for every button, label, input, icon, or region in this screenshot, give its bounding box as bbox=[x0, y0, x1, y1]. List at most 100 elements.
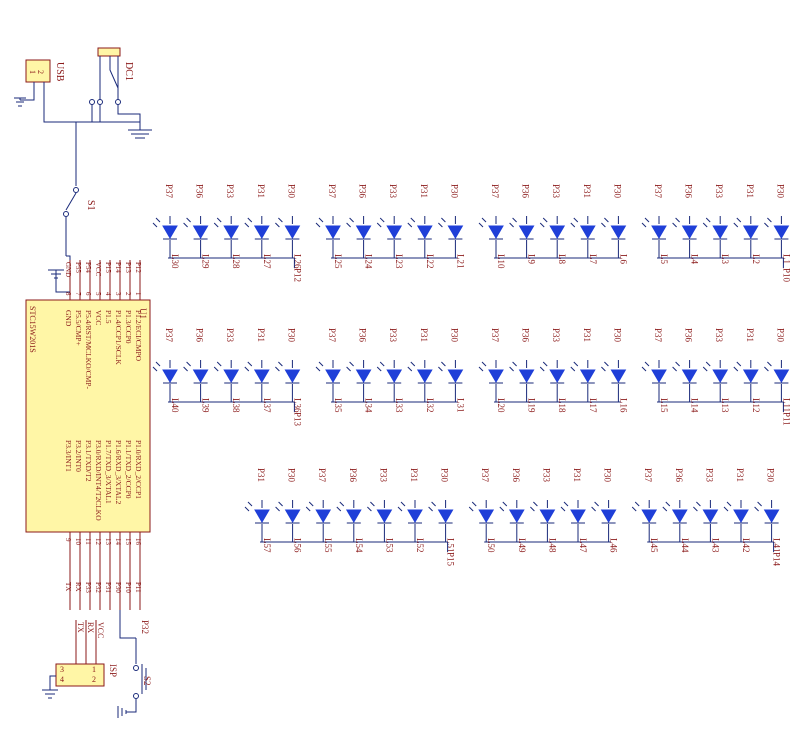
led-top-label: P36 bbox=[358, 328, 368, 343]
led-light-arrows bbox=[509, 361, 517, 372]
led-light-arrows bbox=[733, 217, 742, 228]
led-top-label: P30 bbox=[286, 328, 296, 343]
led-bottom-label: L18 bbox=[557, 398, 567, 413]
led-bottom-label: L13 bbox=[720, 398, 730, 413]
led-light-arrows bbox=[183, 217, 191, 228]
led-diode bbox=[192, 225, 209, 239]
dc-jack-wire-supply bbox=[76, 104, 101, 123]
led-bottom-label: L24 bbox=[364, 254, 374, 269]
led-top-label: P37 bbox=[643, 468, 653, 483]
led-diode bbox=[162, 369, 178, 383]
chip-pin-number: 14 bbox=[114, 538, 122, 546]
led-top-label: P36 bbox=[521, 328, 531, 343]
led-diode bbox=[253, 369, 270, 383]
led-light-arrows bbox=[764, 217, 772, 228]
led-bottom-label: L32 bbox=[425, 398, 435, 413]
led-top-label: P30 bbox=[286, 184, 296, 199]
led-light-arrows bbox=[346, 217, 354, 228]
led-diode bbox=[539, 509, 556, 523]
led-top-label: P30 bbox=[287, 468, 297, 483]
led-diode bbox=[284, 225, 301, 239]
led-bottom-label: L3 bbox=[720, 254, 730, 264]
usb-connector: 1 2 USB bbox=[14, 59, 140, 123]
led-bottom-label: L25 bbox=[333, 254, 343, 269]
led-light-arrows bbox=[591, 501, 599, 512]
led-bottom-label: L31 bbox=[455, 398, 465, 413]
led-diode bbox=[712, 369, 729, 383]
led-top-label: P33 bbox=[225, 184, 235, 199]
led-light-arrows bbox=[539, 217, 548, 228]
led-top-label: P33 bbox=[551, 328, 561, 343]
usb-connector-body bbox=[25, 59, 51, 83]
led-diode bbox=[284, 509, 301, 523]
isp-net-vcc: VCC bbox=[96, 622, 105, 638]
led-bottom-label: L19 bbox=[527, 398, 537, 413]
led-top-label: P37 bbox=[327, 184, 337, 199]
led-light-arrows bbox=[376, 217, 385, 228]
led-top-label: P30 bbox=[603, 468, 613, 483]
led-top-label: P31 bbox=[735, 468, 745, 482]
chip-pin-number: 7 bbox=[74, 292, 82, 296]
led-top-label: P36 bbox=[195, 184, 205, 199]
led-bottom-label: L23 bbox=[394, 254, 404, 269]
led-top-label: P33 bbox=[551, 184, 561, 199]
led-top-label: P33 bbox=[388, 328, 398, 343]
led-diode bbox=[416, 369, 433, 383]
chip-pin-name: P1.1/TXD_2/CCP0 bbox=[124, 440, 133, 499]
led-diode bbox=[407, 509, 423, 523]
led-light-arrows bbox=[336, 501, 345, 512]
led-light-arrows bbox=[305, 501, 314, 512]
led-light-arrows bbox=[367, 501, 375, 512]
usb-wires bbox=[20, 82, 140, 123]
led-diode bbox=[162, 225, 178, 239]
led-top-label: P31 bbox=[572, 468, 582, 482]
usb-ground-icon bbox=[14, 97, 26, 107]
chip-pin-name: P5.4/RST/MCLKO/CMP- bbox=[84, 310, 93, 389]
chip-pin-number: 15 bbox=[124, 538, 132, 546]
led-diode bbox=[437, 509, 454, 523]
led-diode bbox=[254, 509, 270, 523]
led-diode bbox=[478, 509, 495, 523]
led-top-label: P33 bbox=[704, 468, 714, 483]
led-diode bbox=[508, 509, 525, 523]
s2-button bbox=[141, 664, 147, 694]
led-light-arrows bbox=[346, 361, 354, 372]
chip-pin-net: P54 bbox=[84, 262, 92, 273]
chip-pin-name: P5.5/CMP+ bbox=[74, 310, 83, 346]
led-top-label: P37 bbox=[653, 328, 663, 343]
led-top-label: P30 bbox=[612, 184, 622, 199]
led-bottom-label: L39 bbox=[201, 398, 211, 413]
led-light-arrows bbox=[509, 217, 517, 228]
led-top-label: P36 bbox=[684, 184, 694, 199]
led-diode bbox=[386, 369, 403, 383]
chip-u1-body bbox=[25, 299, 151, 533]
led-light-arrows bbox=[754, 501, 762, 512]
chip-pin-number: 11 bbox=[84, 538, 92, 545]
led-bottom-label: L50 bbox=[486, 538, 496, 553]
isp-pin-3: 3 bbox=[60, 665, 64, 674]
isp-pin-2: 2 bbox=[92, 675, 96, 684]
chip-pin-name: VCC bbox=[94, 310, 103, 325]
led-bus-label: P15 bbox=[446, 552, 456, 567]
led-bottom-label: L2 bbox=[751, 254, 761, 264]
led-light-arrows bbox=[631, 501, 640, 512]
led-light-arrows bbox=[275, 217, 283, 228]
led-diode bbox=[192, 369, 209, 383]
led-light-arrows bbox=[397, 501, 406, 512]
s2-terminal bbox=[133, 665, 139, 671]
chip-pin-net: GND bbox=[64, 262, 72, 277]
led-light-arrows bbox=[662, 501, 671, 512]
led-top-label: P37 bbox=[480, 468, 490, 483]
led-diode bbox=[763, 509, 780, 523]
switch-s2: P32 S2 bbox=[117, 610, 152, 718]
led-bottom-label: L21 bbox=[455, 254, 465, 269]
led-diode bbox=[681, 369, 698, 383]
net-label-p32: P32 bbox=[140, 620, 150, 634]
led-bottom-label: L36 bbox=[292, 398, 302, 413]
dc-jack-contacts bbox=[99, 56, 119, 100]
led-light-arrows bbox=[539, 361, 548, 372]
